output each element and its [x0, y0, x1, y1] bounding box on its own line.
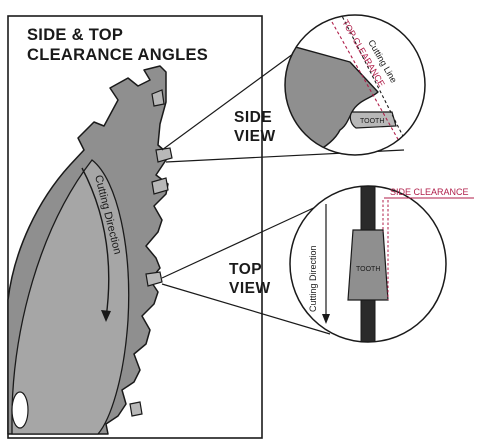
diagram-title-line-2: CLEARANCE ANGLES	[27, 46, 208, 64]
blade-tooth	[129, 401, 143, 417]
cutting-direction-arrowhead	[101, 310, 111, 322]
top-view-direction-arrowhead	[322, 314, 330, 324]
top-view-tooth-label: TOOTH	[356, 266, 380, 273]
cutting-line	[339, 15, 411, 151]
blade-tooth	[151, 89, 165, 107]
top-view-tooth	[347, 229, 389, 301]
top-view-label-line-1: TOP	[229, 261, 262, 278]
side-view-tooth	[349, 111, 397, 129]
diagram-title-line-1: SIDE & TOP	[27, 26, 123, 44]
side-view-label-line-2: VIEW	[234, 128, 276, 145]
top-view-magnifier: TOOTH Cutting Direction	[289, 185, 447, 343]
blade-inner-disc	[11, 159, 130, 435]
side-view-callout-line	[161, 39, 313, 151]
top-clearance-line	[331, 21, 405, 151]
blade-tooth	[151, 177, 169, 195]
top-view-callout-line	[161, 204, 321, 279]
side-view-label-line-1: SIDE	[234, 109, 272, 126]
side-view-tooth-label: TOOTH	[360, 118, 384, 125]
blade-tooth	[145, 271, 163, 287]
top-view-callout-line	[161, 283, 331, 335]
top-view-cutting-direction-label: Cutting Direction	[308, 245, 318, 312]
blade-tooth	[155, 147, 173, 163]
side-view-magnifier: TOOTH Cutting Line TOP CLEARANCE	[284, 14, 426, 156]
blade-vent-hole	[11, 391, 29, 429]
side-clearance-label: SIDE CLEARANCE	[390, 187, 469, 197]
saw-blade: Cutting Direction	[7, 65, 173, 435]
top-view-label-line-2: VIEW	[229, 280, 271, 297]
cutting-direction-arrow	[81, 167, 110, 319]
